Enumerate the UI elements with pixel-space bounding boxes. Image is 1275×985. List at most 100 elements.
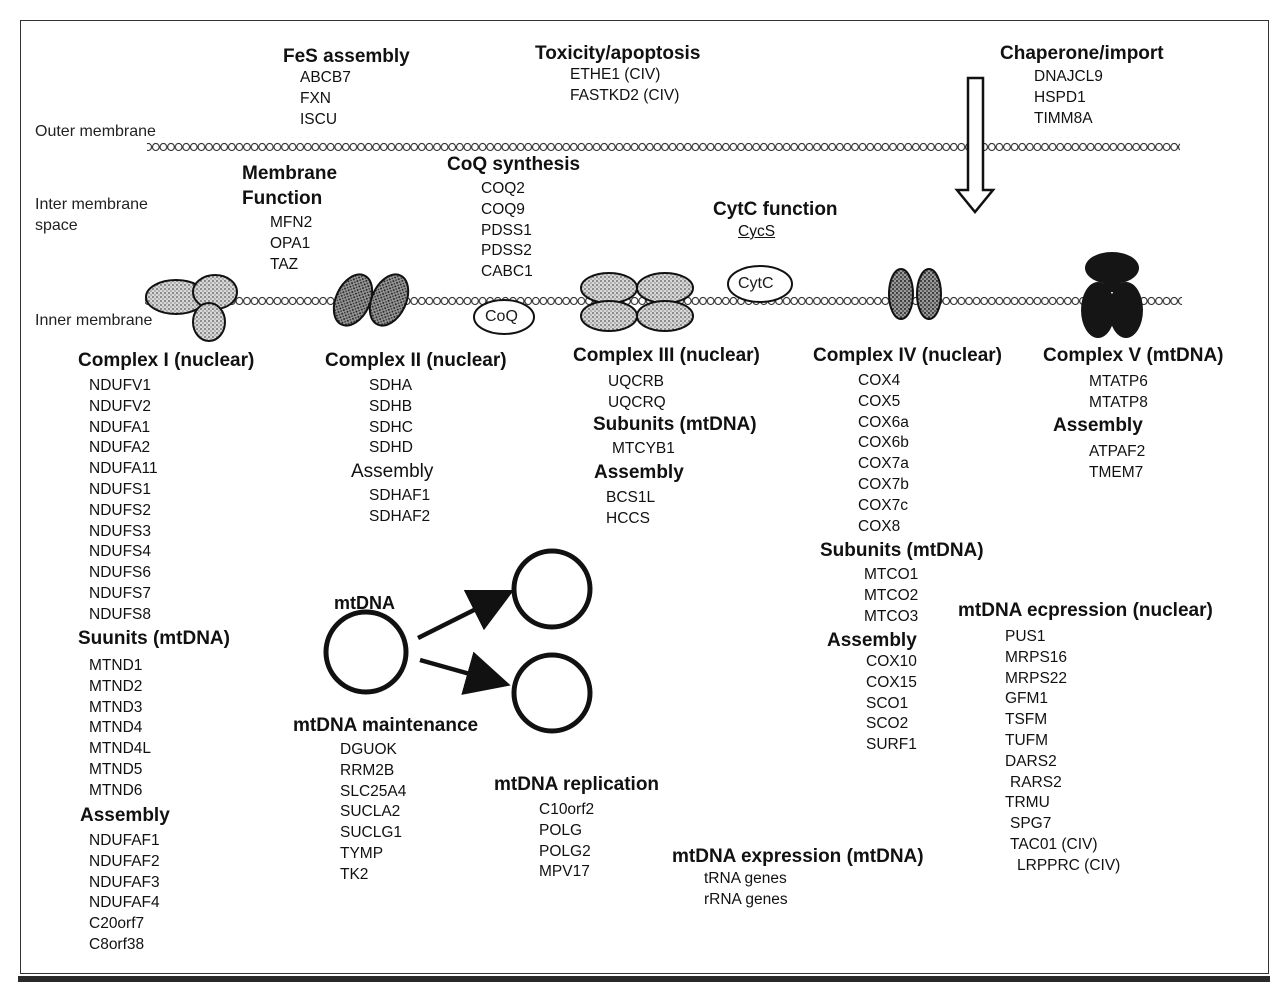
mtdna-expression-mtdna-list: tRNA genes rRNA genes	[704, 869, 788, 911]
gene-label: TYMP	[340, 844, 406, 865]
complex-iii-assembly-title: Assembly	[594, 463, 684, 482]
complex-iii-assembly-list: BCS1L HCCS	[606, 488, 655, 530]
gene-label: DNAJCL9	[1034, 67, 1103, 88]
toxicity-gene-list: ETHE1 (CIV) FASTKD2 (CIV)	[570, 65, 679, 107]
gene-label: MTND4	[89, 718, 151, 739]
gene-label: COX4	[858, 371, 909, 392]
gene-label: SURF1	[866, 735, 917, 756]
coq-gene-list: COQ2 COQ9 PDSS1 PDSS2 CABC1	[481, 179, 533, 283]
gene-label: NDUFS4	[89, 542, 158, 563]
gene-label: MTCO1	[864, 565, 918, 586]
gene-label: SCO2	[866, 714, 917, 735]
gene-label: BCS1L	[606, 488, 655, 509]
gene-label: TAC01 (CIV)	[1005, 835, 1120, 856]
gene-label: PDSS1	[481, 221, 533, 242]
gene-label: HCCS	[606, 509, 655, 530]
gene-label: TK2	[340, 865, 406, 886]
gene-label: UQCRB	[608, 372, 666, 393]
gene-label: SDHA	[369, 376, 413, 397]
fes-gene-list: ABCB7 FXN ISCU	[300, 68, 351, 130]
gene-label: NDUFAF2	[89, 852, 160, 873]
gene-label: COX6a	[858, 413, 909, 434]
gene-label: C8orf38	[89, 935, 160, 956]
gene-label: COX7b	[858, 475, 909, 496]
mtdna-replication-title: mtDNA replication	[494, 775, 659, 794]
complex-iv-title: Complex IV (nuclear)	[813, 346, 1002, 365]
gene-label: COQ9	[481, 200, 533, 221]
mtdna-maintenance-title: mtDNA maintenance	[293, 716, 478, 735]
complex-iv-assembly-title: Assembly	[827, 631, 917, 650]
complex-ii-title: Complex II (nuclear)	[325, 351, 507, 370]
gene-label: tRNA genes	[704, 869, 788, 890]
gene-label: DGUOK	[340, 740, 406, 761]
gene-label: RRM2B	[340, 761, 406, 782]
complex-i-shape	[146, 275, 237, 341]
cytc-shape-label: CytC	[738, 276, 774, 292]
gene-label: MPV17	[539, 862, 594, 883]
gene-label: TAZ	[270, 255, 312, 276]
complex-iv-mtdna-list: MTCO1 MTCO2 MTCO3	[864, 565, 918, 627]
complex-iii-title: Complex III (nuclear)	[573, 346, 760, 365]
inner-membrane-label: Inner membrane	[35, 313, 152, 329]
gene-label: MTATP8	[1089, 393, 1148, 414]
gene-label: MTND4L	[89, 739, 151, 760]
gene-label: TRMU	[1005, 793, 1120, 814]
gene-label: GFM1	[1005, 689, 1120, 710]
gene-label: SDHB	[369, 397, 413, 418]
inter-membrane-label: Inter membrane	[35, 197, 148, 213]
gene-label: SDHC	[369, 418, 413, 439]
mtdna-expression-nuclear-list: PUS1 MRPS16 MRPS22 GFM1 TSFM TUFM DARS2 …	[1005, 627, 1120, 877]
gene-label: COQ2	[481, 179, 533, 200]
gene-label: SPG7	[1005, 814, 1120, 835]
coq-shape-label: CoQ	[485, 309, 518, 325]
outer-membrane-label: Outer membrane	[35, 124, 156, 140]
gene-label: NDUFA11	[89, 459, 158, 480]
gene-label: COX15	[866, 673, 917, 694]
mtdna-expression-nuclear-title: mtDNA ecpression (nuclear)	[958, 601, 1213, 620]
gene-label: MFN2	[270, 213, 312, 234]
gene-label: TUFM	[1005, 731, 1120, 752]
gene-label: MRPS16	[1005, 648, 1120, 669]
gene-label: SDHAF1	[369, 486, 430, 507]
gene-label: PDSS2	[481, 241, 533, 262]
gene-label: SLC25A4	[340, 782, 406, 803]
gene-label: NDUFS3	[89, 522, 158, 543]
gene-label: C10orf2	[539, 800, 594, 821]
gene-label: COX7c	[858, 496, 909, 517]
mtdna-daughter-top	[514, 551, 590, 627]
complex-v-assembly-list: ATPAF2 TMEM7	[1089, 442, 1145, 484]
gene-label: FXN	[300, 89, 351, 110]
replication-arrow-down	[420, 660, 502, 683]
gene-label: HSPD1	[1034, 88, 1103, 109]
complex-i-nuclear-list: NDUFV1 NDUFV2 NDUFA1 NDUFA2 NDUFA11 NDUF…	[89, 376, 158, 626]
membrane-function-title-1: Membrane	[242, 164, 337, 183]
gene-label: MTND3	[89, 698, 151, 719]
gene-label: ETHE1 (CIV)	[570, 65, 679, 86]
gene-label: NDUFAF1	[89, 831, 160, 852]
chaperone-gene-list: DNAJCL9 HSPD1 TIMM8A	[1034, 67, 1103, 129]
gene-label: COX7a	[858, 454, 909, 475]
gene-label: COX6b	[858, 433, 909, 454]
mtdna-circle	[326, 612, 406, 692]
gene-label: SDHAF2	[369, 507, 430, 528]
gene-label: MTND1	[89, 656, 151, 677]
complex-i-assembly-title: Assembly	[80, 806, 170, 825]
complex-iv-nuclear-list: COX4 COX5 COX6a COX6b COX7a COX7b COX7c …	[858, 371, 909, 537]
gene-label: DARS2	[1005, 752, 1120, 773]
mtdna-label: mtDNA	[334, 594, 395, 612]
gene-label: NDUFAF3	[89, 873, 160, 894]
gene-label: SDHD	[369, 438, 413, 459]
gene-label: POLG2	[539, 842, 594, 863]
cytc-function-title: CytC function	[713, 200, 838, 219]
membrane-function-title-2: Function	[242, 189, 322, 208]
gene-label: TSFM	[1005, 710, 1120, 731]
gene-label: MTCO3	[864, 607, 918, 628]
gene-label: ABCB7	[300, 68, 351, 89]
gene-label: MTATP6	[1089, 372, 1148, 393]
gene-label: MTND5	[89, 760, 151, 781]
gene-label: NDUFS8	[89, 605, 158, 626]
gene-label: NDUFS1	[89, 480, 158, 501]
complex-iii-subunits-title: Subunits (mtDNA)	[593, 415, 757, 434]
gene-label: TMEM7	[1089, 463, 1145, 484]
mtdna-replication-list: C10orf2 POLG POLG2 MPV17	[539, 800, 594, 883]
